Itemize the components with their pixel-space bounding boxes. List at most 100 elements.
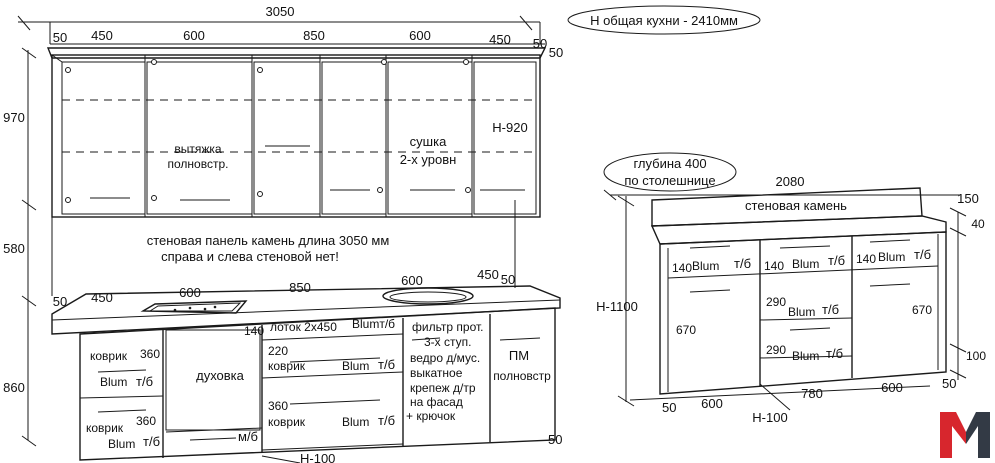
side-600-right: 600: [881, 380, 903, 395]
lower-dim-50-right: 50: [501, 272, 515, 287]
lower-dim-50-left: 50: [53, 294, 67, 309]
upper-right-50: 50: [549, 45, 563, 60]
side-780: 780: [801, 386, 823, 401]
side-140-c: 140: [856, 252, 876, 266]
lower-dim-450-right: 450: [477, 267, 499, 282]
filter-line-7: + крючок: [406, 409, 456, 423]
left-blum-2: Blum: [108, 437, 135, 451]
left-tb-1: т/б: [136, 374, 153, 389]
mid-220: 220: [268, 344, 288, 358]
total-height-ellipse: [567, 5, 761, 35]
overall-width-label: 3050: [266, 4, 295, 19]
wall-panel-note-1: стеновая панель камень длина 3050 мм: [147, 233, 390, 248]
left-rug-1: коврик: [90, 349, 128, 363]
upper-dim-600-left: 600: [183, 28, 205, 43]
main-plinth-label: H-100: [300, 451, 335, 463]
side-blum-2: Blum: [792, 257, 819, 271]
left-360-top: 360: [140, 347, 160, 361]
lower-dim-850: 850: [289, 280, 311, 295]
side-290-a: 290: [766, 295, 786, 309]
upper-cabinets: [46, 47, 547, 218]
oven-label: духовка: [196, 368, 245, 383]
side-blum-1: Blum: [692, 259, 719, 273]
side-290-b: 290: [766, 343, 786, 357]
lower-cabinets: [51, 285, 561, 463]
mid-tb-2: т/б: [378, 413, 395, 428]
wall-panel-note-2: справа и слева стеновой нет!: [161, 249, 339, 264]
side-blum-5: Blum: [792, 349, 819, 363]
side-tb-4: т/б: [822, 302, 839, 317]
depth-note-ellipse: [603, 152, 737, 192]
side-40: 40: [971, 217, 985, 231]
upper-dim-50-left: 50: [53, 30, 67, 45]
side-width-label: 2080: [776, 174, 805, 189]
side-blum-3: Blum: [878, 250, 905, 264]
side-blum-4: Blum: [788, 305, 815, 319]
filter-line-5: крепеж д/тр: [410, 381, 476, 395]
filter-line-1: фильтр прот.: [412, 320, 483, 334]
lower-height-label: 860: [3, 380, 25, 395]
side-600-left: 600: [701, 396, 723, 411]
filter-line-4: выкатное: [410, 366, 463, 380]
total-height-label: H общая кухни - 2410мм: [590, 13, 738, 28]
upper-height-label: 970: [3, 110, 25, 125]
left-blum-1: Blum: [100, 375, 127, 389]
side-670-left: 670: [676, 323, 696, 337]
side-50-left: 50: [662, 400, 676, 415]
hood-label-1: вытяжка: [174, 142, 222, 156]
lower-dim-600-right: 600: [401, 273, 423, 288]
filter-line-3: ведро д/мус.: [410, 351, 480, 365]
hood-label-2: полновстр.: [168, 157, 229, 171]
mid-blum-tb: Blumт/б: [352, 317, 395, 331]
lower-dim-450-left: 450: [91, 290, 113, 305]
upper-dim-450-right: 450: [489, 32, 511, 47]
dishwasher-label-1: ПМ: [509, 348, 529, 363]
dishwasher-label-2: полновстр: [493, 369, 551, 383]
mid-140: 140: [244, 324, 264, 338]
upper-height-h920: H-920: [492, 120, 527, 135]
filter-note: фильтр прот. 3-х ступ. ведро д/мус. выка…: [406, 320, 483, 423]
overall-width-dimension: [17, 15, 541, 44]
side-670-right: 670: [912, 303, 932, 317]
side-height-label: H-1100: [596, 299, 638, 314]
side-150: 150: [957, 191, 979, 206]
side-tb-2: т/б: [828, 253, 845, 268]
brand-logo: [940, 412, 990, 458]
depth-note-2: по столешнице: [624, 173, 715, 188]
side-100: 100: [966, 349, 986, 363]
side-140-b: 140: [764, 259, 784, 273]
main-bottom-right-50: 50: [548, 432, 562, 447]
side-tb-1: т/б: [734, 256, 751, 271]
side-bottom-dim: [629, 385, 931, 401]
filter-line-6: на фасад: [410, 395, 463, 409]
side-50-right: 50: [942, 376, 956, 391]
left-tb-2: т/б: [143, 434, 160, 449]
side-cabinets: [650, 187, 947, 395]
upper-dim-50-right: 50: [533, 36, 547, 51]
side-plinth-label: H-100: [752, 410, 787, 425]
microwave-label: м/б: [238, 429, 258, 444]
upper-dim-450-left: 450: [91, 28, 113, 43]
side-tb-5: т/б: [826, 346, 843, 361]
dryer-label-2: 2-х уровн: [400, 152, 457, 167]
side-140-a: 140: [672, 261, 692, 275]
mid-rug-1: коврик: [268, 359, 306, 373]
mid-blum-1: Blum: [342, 359, 369, 373]
upper-dim-600-right: 600: [409, 28, 431, 43]
mid-360: 360: [268, 399, 288, 413]
upper-dim-850: 850: [303, 28, 325, 43]
mid-rug-2: коврик: [268, 415, 306, 429]
side-tb-3: т/б: [914, 247, 931, 262]
mid-tb-1: т/б: [378, 357, 395, 372]
mid-tray: лоток 2х450: [270, 320, 337, 334]
gap-height-label: 580: [3, 241, 25, 256]
depth-note-1: глубина 400: [633, 156, 706, 171]
mid-blum-2: Blum: [342, 415, 369, 429]
wall-stone-label: стеновая камень: [745, 198, 847, 213]
left-360-bottom: 360: [136, 414, 156, 428]
filter-line-2: 3-х ступ.: [424, 335, 471, 349]
left-rug-2: коврик: [86, 421, 124, 435]
dryer-label-1: сушка: [410, 134, 447, 149]
